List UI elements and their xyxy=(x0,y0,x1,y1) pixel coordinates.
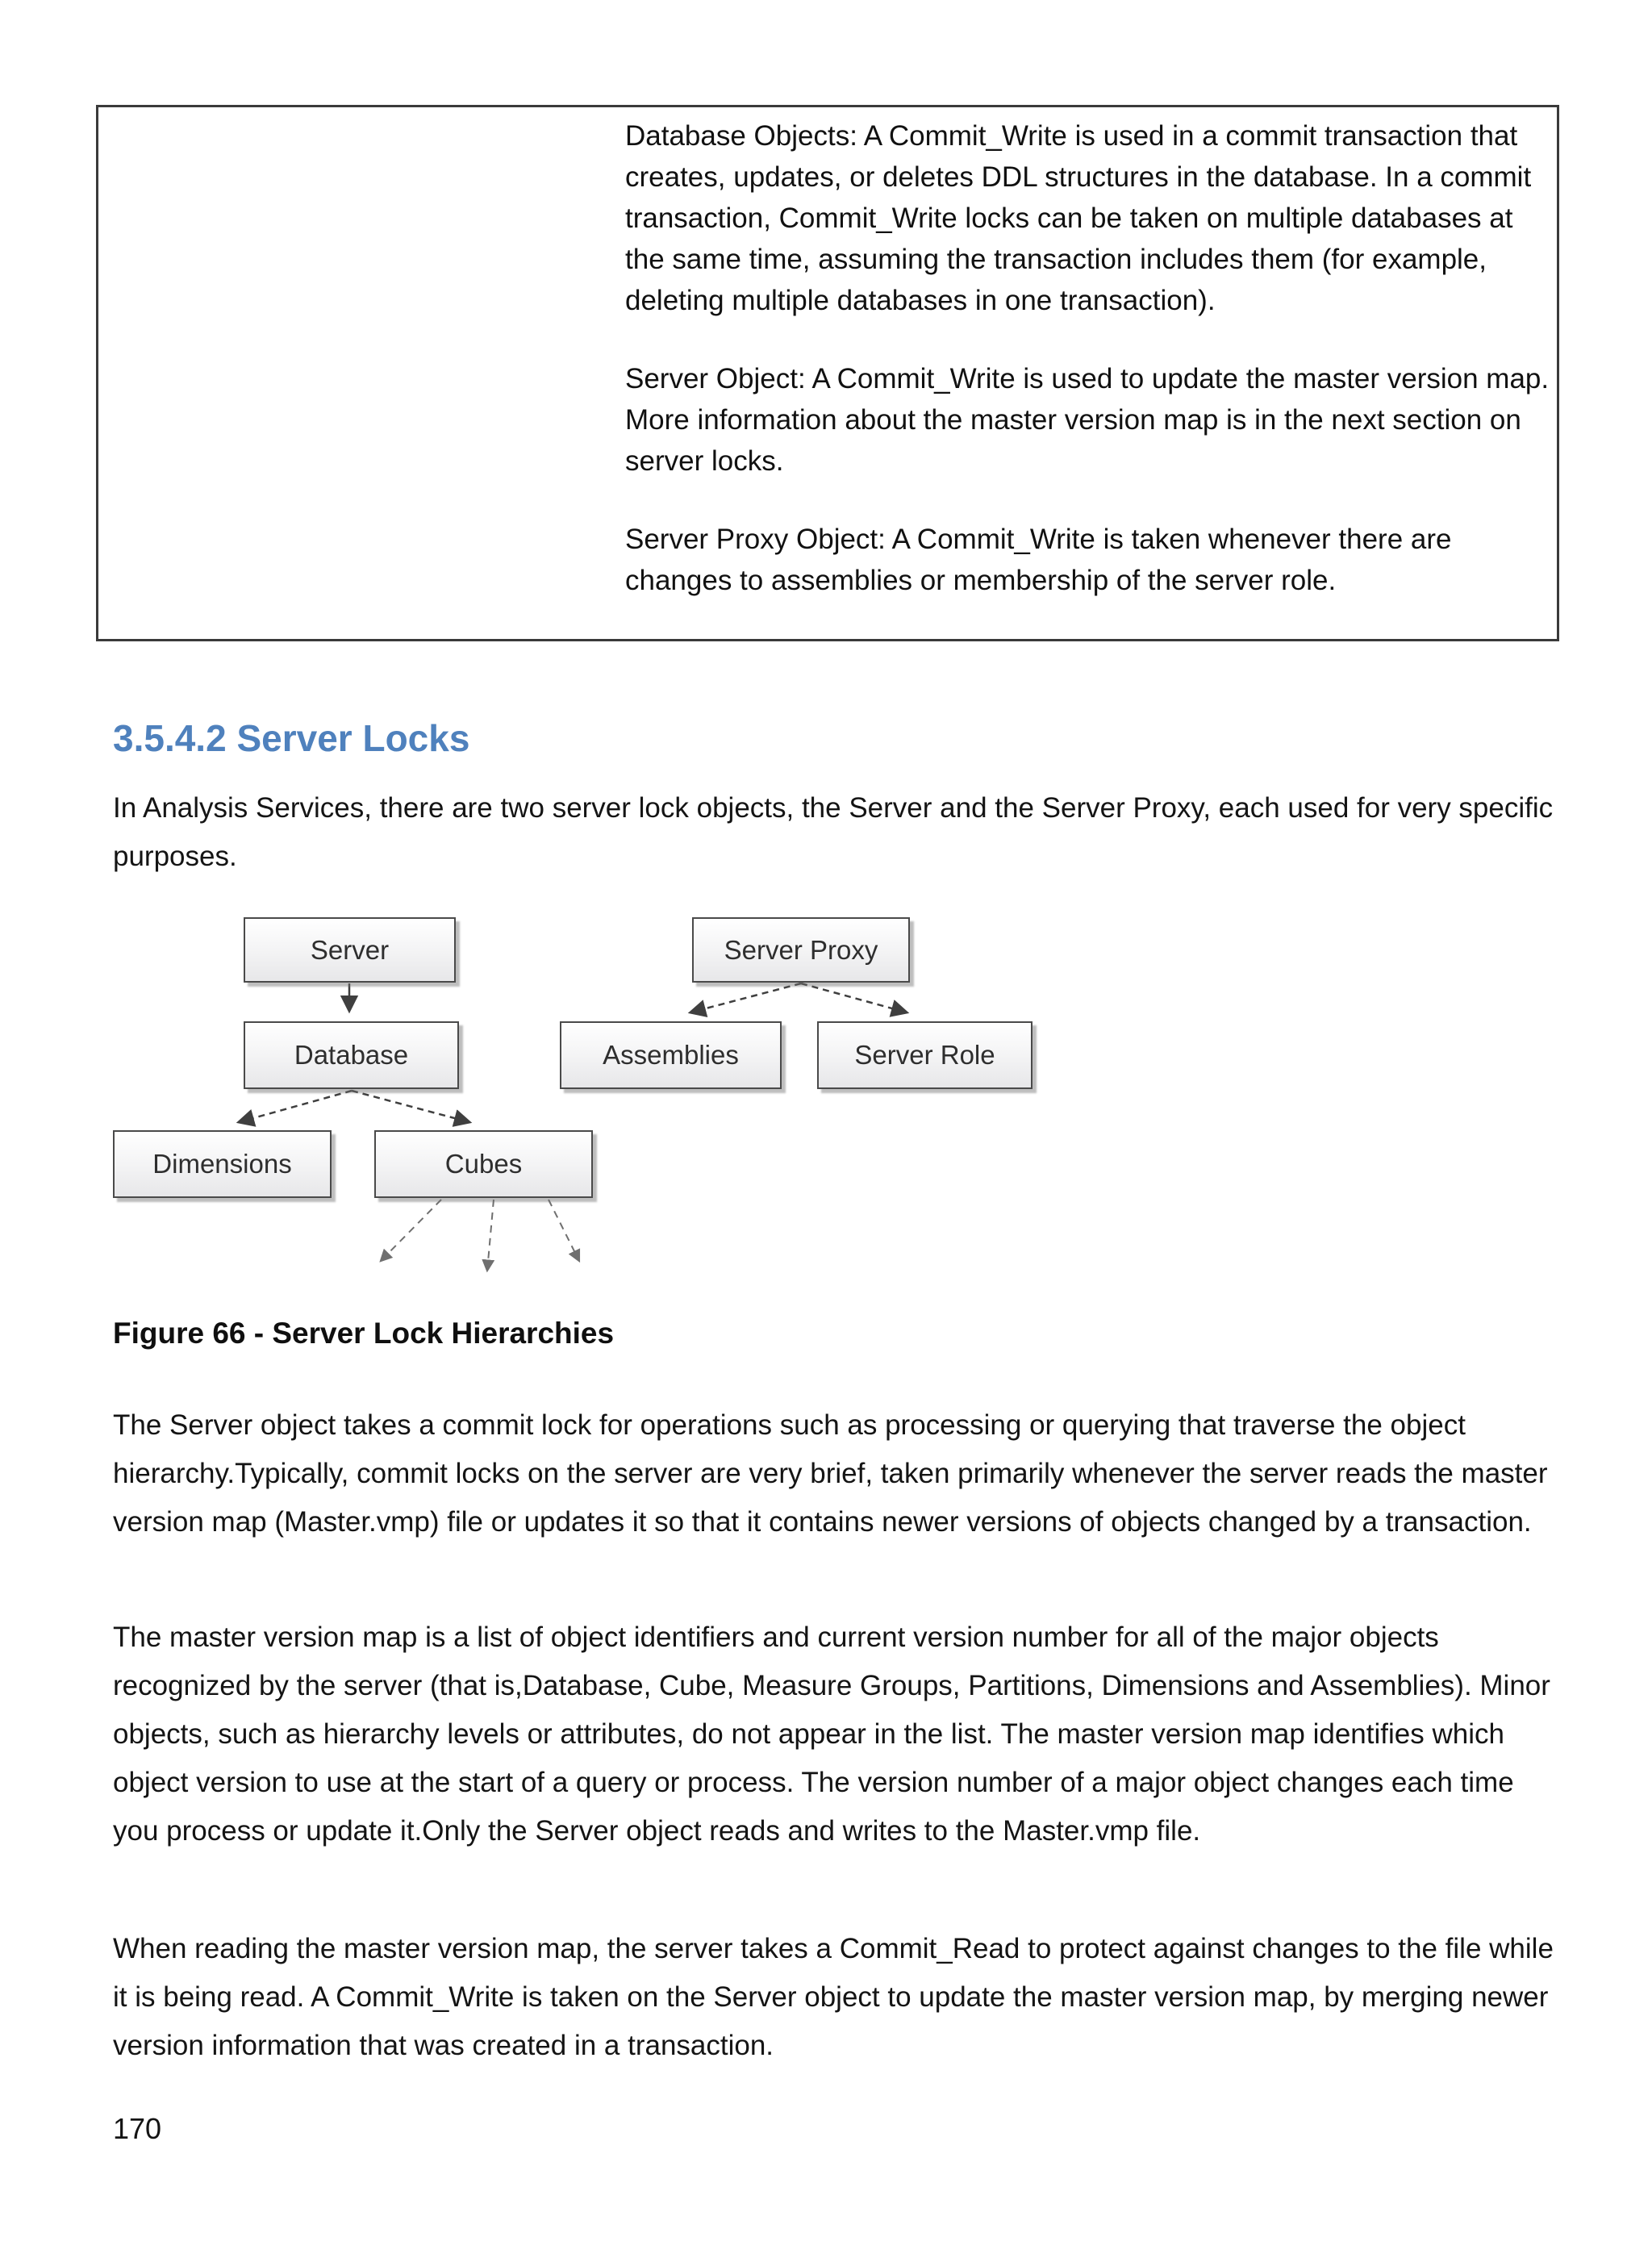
arrow-cubes-child-middle xyxy=(482,1199,495,1273)
callout-paragraph-database-objects: Database Objects: A Commit_Write is used… xyxy=(625,120,1532,316)
section-intro-paragraph: In Analysis Services, there are two serv… xyxy=(113,792,1554,872)
server-lock-hierarchy-diagram: Server Server Proxy Database Assemblies … xyxy=(0,908,1652,1303)
diagram-node-server-proxy: Server Proxy xyxy=(692,917,910,983)
figure-caption: Figure 66 - Server Lock Hierarchies xyxy=(113,1317,615,1350)
arrow-serverproxy-to-serverrole xyxy=(800,982,910,1017)
diagram-node-database: Database xyxy=(244,1021,459,1089)
arrow-cubes-child-right xyxy=(548,1199,581,1263)
section-heading: 3.5.4.2 Server Locks xyxy=(113,717,470,759)
callout-paragraph-server-object: Server Object: A Commit_Write is used to… xyxy=(625,363,1550,477)
callout-text-column: Database Objects: A Commit_Write is used… xyxy=(625,115,1553,638)
callout-paragraph-server-proxy-object: Server Proxy Object: A Commit_Write is t… xyxy=(625,524,1452,596)
arrow-database-to-dimensions xyxy=(236,1089,353,1127)
diagram-node-cubes: Cubes xyxy=(374,1130,593,1198)
page-number: 170 xyxy=(113,2112,162,2145)
body-paragraph-commit-read-write: When reading the master version map, the… xyxy=(113,1933,1554,2061)
body-paragraph-master-version-map: The master version map is a list of obje… xyxy=(113,1622,1550,1847)
diagram-arrows-layer xyxy=(236,982,910,1273)
body-paragraph-commit-lock: The Server object takes a commit lock fo… xyxy=(113,1409,1548,1538)
diagram-node-server-role: Server Role xyxy=(817,1021,1032,1089)
arrow-serverproxy-to-assemblies xyxy=(687,982,802,1018)
diagram-node-assemblies: Assemblies xyxy=(560,1021,782,1089)
arrow-database-to-cubes xyxy=(351,1089,473,1127)
diagram-node-server: Server xyxy=(244,917,456,983)
callout-box: Database Objects: A Commit_Write is used… xyxy=(96,105,1559,641)
arrow-cubes-child-left xyxy=(379,1199,442,1263)
diagram-node-dimensions: Dimensions xyxy=(113,1130,332,1198)
